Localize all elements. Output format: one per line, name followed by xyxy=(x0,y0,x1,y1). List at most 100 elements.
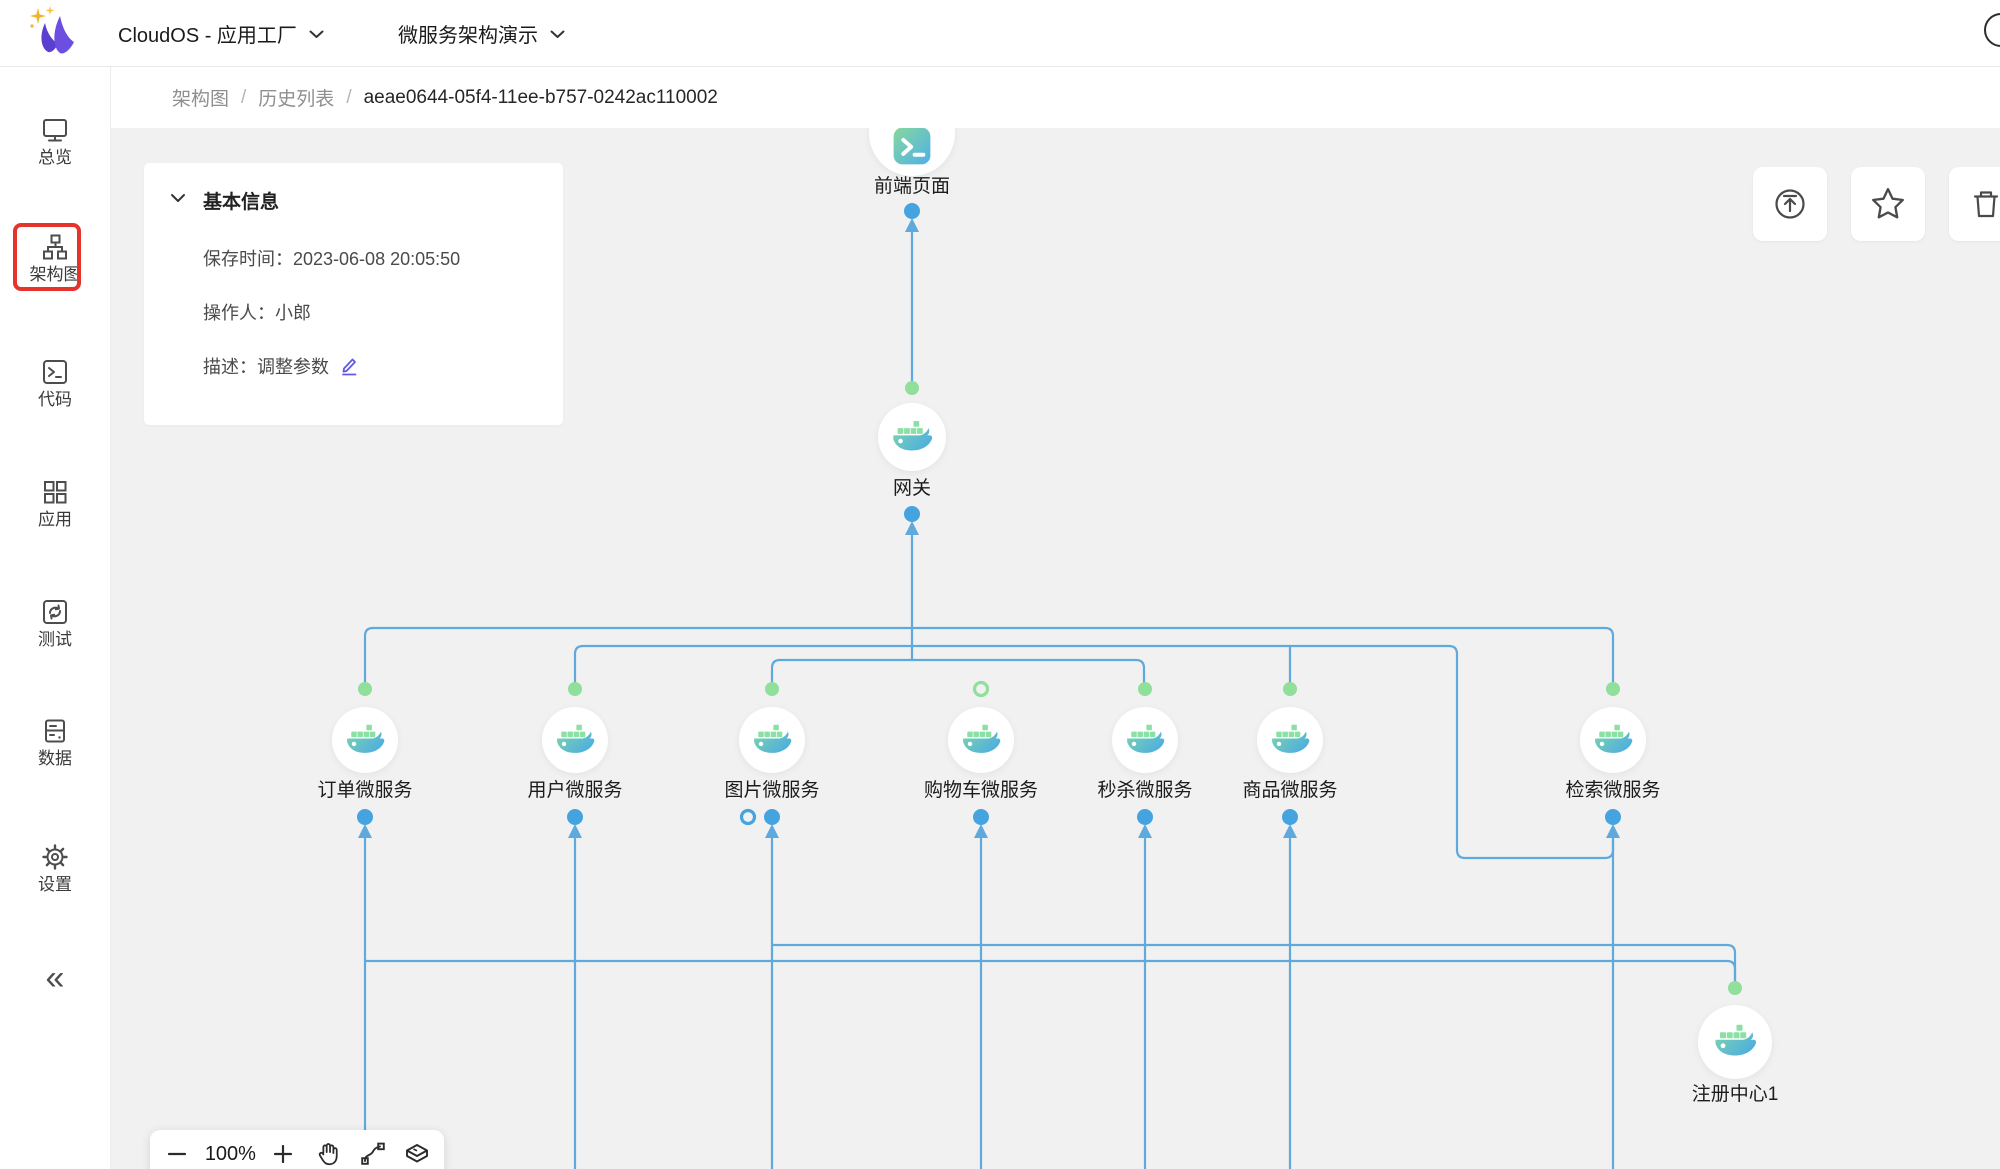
plus-icon xyxy=(274,1144,293,1164)
port-green-order[interactable] xyxy=(358,682,372,696)
port-green-product[interactable] xyxy=(1283,682,1297,696)
sidebar-item-label: 应用 xyxy=(38,510,72,529)
breadcrumb-separator: / xyxy=(241,86,247,108)
sidebar-item-label: 测试 xyxy=(38,630,72,649)
save-time-value: 2023-06-08 20:05:50 xyxy=(293,249,461,269)
docker-icon xyxy=(1711,1024,1759,1060)
node-image[interactable] xyxy=(739,707,805,773)
port-blue-image[interactable] xyxy=(764,809,780,825)
sidebar-item-label: 代码 xyxy=(38,390,72,409)
port-green-seckill[interactable] xyxy=(1138,682,1152,696)
pen-edit-icon[interactable] xyxy=(339,356,359,376)
port-blue-seckill[interactable] xyxy=(1137,809,1153,825)
node-label: 注册中心1 xyxy=(1691,1084,1779,1105)
node-registry[interactable] xyxy=(1698,1005,1772,1079)
monitor-icon xyxy=(43,119,67,142)
port-blue-cart[interactable] xyxy=(973,809,989,825)
cloudos-logo-icon[interactable] xyxy=(26,6,78,58)
collapse-chevron-icon[interactable] xyxy=(170,193,186,203)
account-circle-icon[interactable] xyxy=(1984,13,2000,47)
connection-ports xyxy=(357,203,1742,995)
docker-icon xyxy=(553,724,597,757)
port-green-user[interactable] xyxy=(568,682,582,696)
settings-gear-icon xyxy=(42,844,68,870)
publish-button[interactable] xyxy=(1753,167,1827,241)
test-loop-icon xyxy=(43,600,67,624)
operator-label: 操作人： xyxy=(203,303,275,323)
port-blue-search[interactable] xyxy=(1605,809,1621,825)
sidebar-item-code[interactable]: 代码 xyxy=(0,358,110,408)
code-terminal-icon xyxy=(43,360,67,384)
node-label: 前端页面 xyxy=(873,176,951,197)
zoom-out-button[interactable] xyxy=(160,1137,194,1169)
port-green-search[interactable] xyxy=(1606,682,1620,696)
docker-icon xyxy=(750,724,794,757)
description-label: 描述： xyxy=(203,357,257,377)
project-switcher[interactable]: 微服务架构演示 xyxy=(398,0,565,66)
box-layers-icon xyxy=(405,1144,428,1163)
node-seckill[interactable] xyxy=(1112,707,1178,773)
port-blue-frontend[interactable] xyxy=(904,203,920,219)
operator-row: 操作人：小郎 xyxy=(203,299,311,325)
sidebar-item-data[interactable]: 数据 xyxy=(0,717,110,767)
sidebar-item-architecture[interactable]: 架构图 xyxy=(0,233,110,283)
hand-pan-icon xyxy=(318,1143,338,1166)
port-blue-gateway[interactable] xyxy=(904,506,920,522)
node-label: 检索微服务 xyxy=(1565,780,1661,801)
edge-registry-bus-a xyxy=(770,943,1737,983)
delete-button[interactable] xyxy=(1949,167,2000,241)
edge-registry-bus-b xyxy=(363,959,1737,983)
operator-value: 小郎 xyxy=(275,303,311,323)
favorite-button[interactable] xyxy=(1851,167,1925,241)
sidebar-collapse-button[interactable]: « xyxy=(45,959,65,997)
sidebar-item-test[interactable]: 测试 xyxy=(0,598,110,648)
pan-tool-button[interactable] xyxy=(311,1137,345,1169)
docker-icon xyxy=(1123,724,1167,757)
circle-arrow-up-icon xyxy=(1775,189,1805,219)
docker-icon xyxy=(1268,724,1312,757)
edge-bus-3 xyxy=(770,658,1146,684)
docker-icon xyxy=(889,420,935,455)
diagram-canvas[interactable]: 前端页面 网关 订单微服务 用户微服务 图片微服务 购物车微服务 秒杀微服务 商… xyxy=(110,128,2000,1169)
port-blue-product[interactable] xyxy=(1282,809,1298,825)
chevron-down-icon xyxy=(550,30,565,38)
node-cart[interactable] xyxy=(948,707,1014,773)
architecture-icon xyxy=(43,234,67,260)
port-blue-order[interactable] xyxy=(357,809,373,825)
node-product[interactable] xyxy=(1257,707,1323,773)
terminal-icon xyxy=(891,128,933,167)
port-green-image[interactable] xyxy=(765,682,779,696)
node-label: 商品微服务 xyxy=(1242,780,1338,801)
port-blue-user[interactable] xyxy=(567,809,583,825)
breadcrumb-history-list[interactable]: 历史列表 xyxy=(258,89,335,110)
node-order[interactable] xyxy=(332,707,398,773)
port-blue-hollow-image[interactable] xyxy=(739,808,757,826)
star-icon xyxy=(1872,188,1904,219)
node-user[interactable] xyxy=(542,707,608,773)
breadcrumb-architecture[interactable]: 架构图 xyxy=(172,89,230,110)
zoom-in-button[interactable] xyxy=(266,1137,300,1169)
sidebar-item-settings[interactable]: 设置 xyxy=(0,843,110,893)
minus-icon xyxy=(168,1152,187,1156)
app-switcher[interactable]: CloudOS - 应用工厂 xyxy=(118,0,324,66)
edge-arrowheads xyxy=(358,218,1620,838)
node-label: 秒杀微服务 xyxy=(1097,780,1193,801)
project-switcher-label: 微服务架构演示 xyxy=(398,24,538,47)
database-icon xyxy=(45,719,65,743)
node-search[interactable] xyxy=(1580,707,1646,773)
layers-tool-button[interactable] xyxy=(400,1137,434,1169)
port-green-registry[interactable] xyxy=(1728,981,1742,995)
breadcrumb: 架构图 / 历史列表 / aeae0644-05f4-11ee-b757-024… xyxy=(110,67,2000,128)
zoom-level: 100% xyxy=(204,1142,256,1165)
app-switcher-label: CloudOS - 应用工厂 xyxy=(118,24,297,47)
sidebar-item-overview[interactable]: 总览 xyxy=(0,116,110,166)
node-gateway[interactable] xyxy=(878,403,946,471)
breadcrumb-current-id: aeae0644-05f4-11ee-b757-0242ac110002 xyxy=(363,86,718,108)
sidebar-item-apps[interactable]: 应用 xyxy=(0,478,110,528)
port-green-hollow-cart[interactable] xyxy=(972,680,990,698)
description-value: 调整参数 xyxy=(257,357,329,377)
connector-tool-button[interactable] xyxy=(355,1137,389,1169)
docker-icon xyxy=(1591,724,1635,757)
port-green-gateway[interactable] xyxy=(905,381,919,395)
